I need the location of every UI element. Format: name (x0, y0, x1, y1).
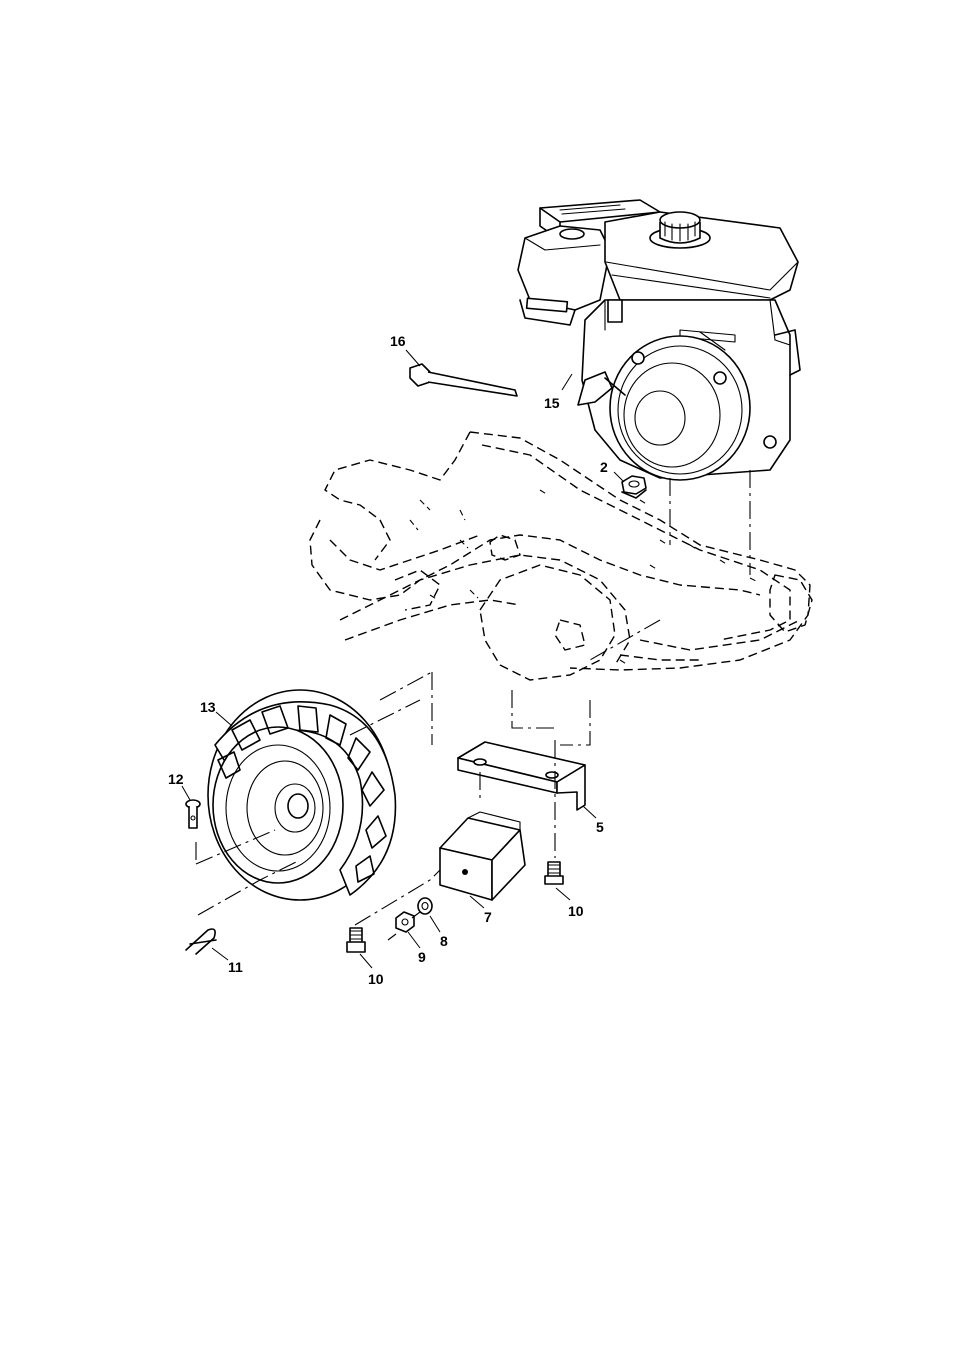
cable-tie (410, 364, 517, 396)
callout-5: 5 (596, 819, 604, 835)
flange-nut (622, 476, 646, 498)
bumper-block (440, 812, 525, 900)
callout-10-right: 10 (568, 903, 584, 919)
callout-9: 9 (418, 949, 426, 965)
clevis-pin (186, 800, 200, 828)
nut (396, 912, 414, 932)
callout-7: 7 (484, 909, 492, 925)
bracket (458, 742, 585, 810)
bolt-right (545, 862, 563, 884)
callout-12: 12 (168, 771, 184, 787)
hairpin-clip (186, 929, 216, 954)
callout-8: 8 (440, 933, 448, 949)
engine (518, 200, 800, 480)
washer (418, 898, 432, 914)
callout-13: 13 (200, 699, 216, 715)
bolt-left (347, 928, 365, 952)
callout-2: 2 (600, 459, 608, 475)
callout-16: 16 (390, 333, 406, 349)
callout-11: 11 (228, 959, 243, 975)
callout-10-left: 10 (368, 971, 384, 987)
wheel-tire (208, 690, 395, 900)
callout-15: 15 (544, 395, 560, 411)
